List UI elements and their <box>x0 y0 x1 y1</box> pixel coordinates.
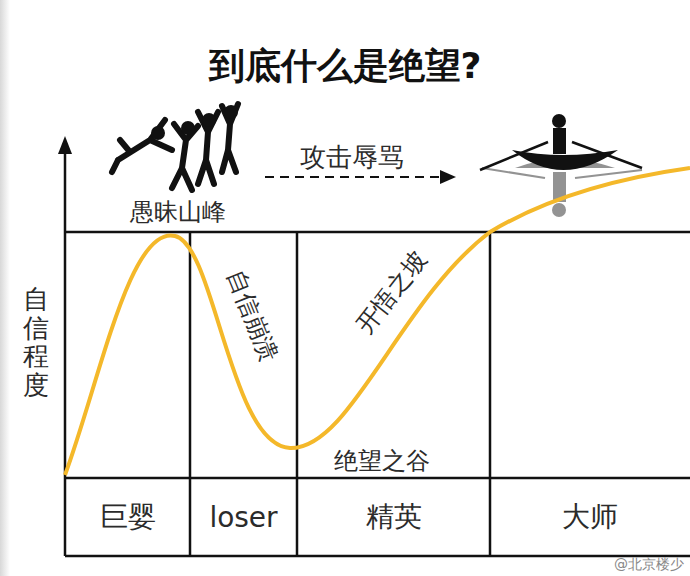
slope-label: 自信崩溃 <box>221 266 284 366</box>
stage-name: 大师 <box>562 498 618 536</box>
valley-label: 绝望之谷 <box>331 447 433 476</box>
stage-name: loser <box>209 501 277 534</box>
peak-label: 愚昧山峰 <box>130 198 226 227</box>
arrow-label: 攻击辱骂 <box>300 142 404 173</box>
people-heads <box>151 105 238 140</box>
grid-lines <box>65 150 690 556</box>
stage-cell: 大师 <box>491 479 689 555</box>
watermark: @北京楼少 <box>614 556 684 573</box>
confidence-curve <box>65 168 690 475</box>
jumping-people <box>112 104 238 190</box>
edge-shade <box>0 0 10 576</box>
stage-name: 巨婴 <box>100 498 156 536</box>
axis-label: 自信程度 <box>23 285 49 399</box>
stage-cell: 巨婴 <box>66 479 189 555</box>
chart-title: 到底什么是绝望? <box>0 42 690 91</box>
dashed-arrow <box>265 176 442 178</box>
dashed-arrowhead <box>440 170 456 184</box>
stage-name: 精英 <box>366 498 422 536</box>
stage-cell: 精英 <box>298 479 489 555</box>
axis-arrowhead <box>58 136 72 154</box>
slope-label: 开悟之坡 <box>351 245 433 338</box>
stage-cell: loser <box>191 479 296 555</box>
boat-figure <box>480 114 642 170</box>
